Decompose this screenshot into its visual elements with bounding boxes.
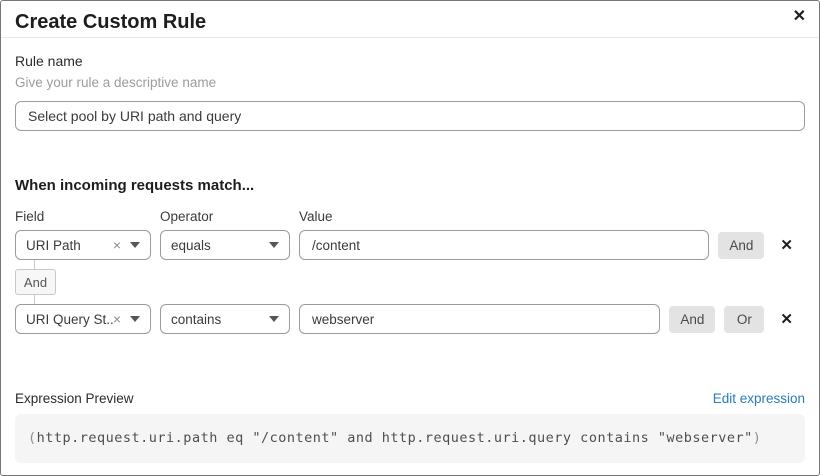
connector-line-top bbox=[34, 260, 35, 269]
header-divider bbox=[1, 37, 819, 38]
clear-icon[interactable]: × bbox=[112, 311, 121, 327]
connector-line-bottom bbox=[34, 295, 35, 304]
rule-name-input[interactable] bbox=[15, 101, 805, 131]
expression-paren-close: ) bbox=[752, 430, 762, 446]
value-input-2[interactable] bbox=[299, 304, 661, 334]
condition-row-1: URI Path × equals And ✕ bbox=[15, 230, 805, 260]
dialog-body: Rule name Give your rule a descriptive n… bbox=[1, 53, 819, 463]
field-select-1[interactable]: URI Path × bbox=[15, 230, 151, 260]
chevron-down-icon bbox=[269, 242, 279, 248]
expression-code-box: (http.request.uri.path eq "/content" and… bbox=[15, 414, 805, 463]
expression-paren-open: ( bbox=[28, 430, 37, 446]
dialog-header: Create Custom Rule bbox=[1, 1, 819, 37]
operator-select-1-value: equals bbox=[171, 237, 211, 253]
clear-icon[interactable]: × bbox=[112, 237, 121, 253]
field-select-2-value: URI Query St... bbox=[26, 311, 113, 327]
field-select-2[interactable]: URI Query St... × bbox=[15, 304, 151, 334]
chevron-down-icon bbox=[130, 316, 140, 322]
expression-code-text: http.request.uri.path eq "/content" and … bbox=[36, 430, 753, 446]
value-column-label: Value bbox=[299, 209, 333, 224]
condition-column-labels: Field Operator Value bbox=[15, 209, 805, 225]
page-title: Create Custom Rule bbox=[15, 11, 207, 33]
delete-row-icon-2[interactable]: ✕ bbox=[780, 311, 793, 328]
edit-expression-link[interactable]: Edit expression bbox=[712, 391, 805, 406]
match-section-heading: When incoming requests match... bbox=[15, 177, 255, 194]
operator-select-1[interactable]: equals bbox=[160, 230, 290, 260]
field-select-1-value: URI Path bbox=[26, 237, 81, 253]
add-or-button-2[interactable]: Or bbox=[724, 305, 765, 333]
field-select-2-icons: × bbox=[113, 312, 140, 326]
operator-select-2-value: contains bbox=[171, 311, 222, 327]
rule-name-hint: Give your rule a descriptive name bbox=[15, 75, 217, 90]
value-input-1[interactable] bbox=[299, 230, 710, 260]
add-and-button-1[interactable]: And bbox=[718, 231, 765, 259]
operator-select-2[interactable]: contains bbox=[160, 304, 290, 334]
chevron-down-icon bbox=[269, 316, 279, 322]
expression-preview-header: Expression Preview Edit expression bbox=[15, 391, 805, 407]
expression-preview-label: Expression Preview bbox=[15, 391, 134, 406]
logic-connector: And bbox=[15, 260, 805, 304]
chevron-down-icon bbox=[130, 242, 140, 248]
operator-column-label: Operator bbox=[160, 209, 214, 224]
close-icon[interactable]: ✕ bbox=[792, 8, 806, 25]
condition-row-2: URI Query St... × contains And Or ✕ bbox=[15, 304, 805, 334]
and-connector-badge: And bbox=[15, 269, 56, 295]
field-column-label: Field bbox=[15, 209, 45, 224]
rule-name-label: Rule name bbox=[15, 53, 83, 69]
field-select-1-icons: × bbox=[113, 238, 140, 252]
delete-row-icon-1[interactable]: ✕ bbox=[780, 237, 793, 254]
add-and-button-2[interactable]: And bbox=[669, 305, 716, 333]
